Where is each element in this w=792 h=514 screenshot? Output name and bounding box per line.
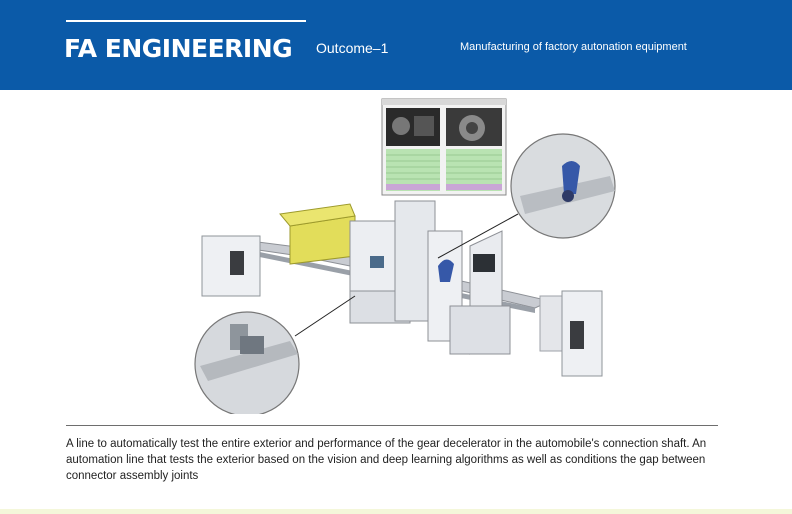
robot-cabinet <box>427 230 463 342</box>
caption-divider <box>66 425 718 426</box>
automation-line-illustration <box>194 98 616 414</box>
top-right-callout <box>437 133 616 259</box>
central-cabinet <box>349 200 436 324</box>
figure-caption: A line to automatically test the entire … <box>66 438 707 482</box>
header-banner: FA ENGINEERING Outcome–1 Manufacturing o… <box>0 0 792 90</box>
outcome-label: Outcome–1 <box>316 40 389 56</box>
bottom-accent-band <box>0 509 792 514</box>
page-title: FA ENGINEERING <box>64 34 293 63</box>
left-station <box>201 235 261 297</box>
yellow-cover-unit <box>279 203 356 265</box>
control-cabinet <box>449 230 511 355</box>
header-rule <box>66 20 306 22</box>
bottom-left-callout <box>194 295 356 414</box>
monitor-screen-inset <box>381 98 507 196</box>
header-subtitle: Manufacturing of factory autonation equi… <box>460 41 687 53</box>
right-station <box>561 290 603 377</box>
